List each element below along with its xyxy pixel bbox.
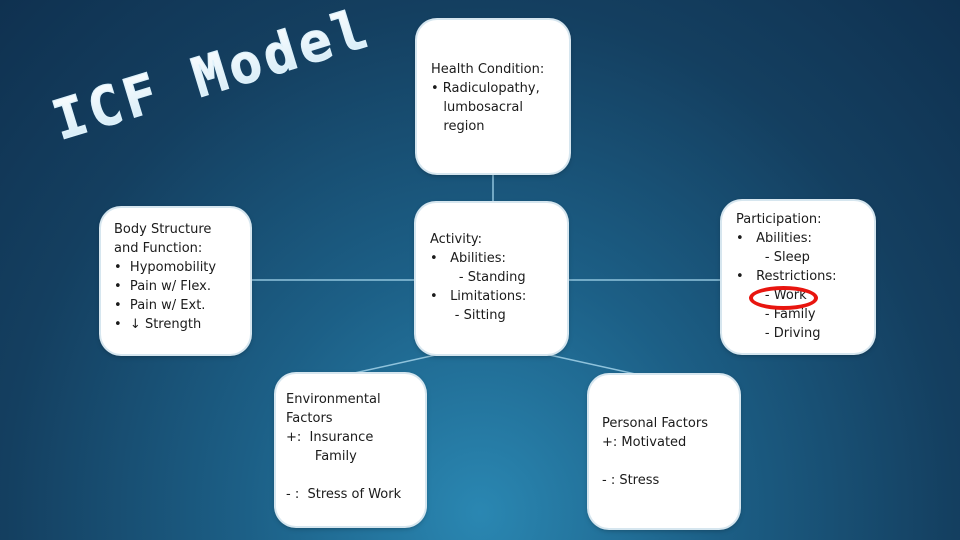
text-line: - Standing bbox=[430, 270, 526, 285]
text-line: region bbox=[431, 119, 485, 134]
text-line: • Limitations: bbox=[430, 289, 527, 304]
participation-text: Participation: • Abilities: - Sleep • Rest… bbox=[736, 210, 837, 343]
participation-box: Participation: • Abilities: - Sleep • Rest… bbox=[722, 201, 874, 353]
text-line: • Abilities: bbox=[430, 251, 506, 266]
text-line: +: Motivated bbox=[602, 435, 687, 450]
activity-box: Activity: • Abilities: - Standing • Limita… bbox=[416, 203, 567, 354]
text-line: - Sitting bbox=[430, 308, 506, 323]
text-line: Factors bbox=[286, 411, 333, 426]
text-line: - Sleep bbox=[736, 250, 810, 265]
text-line: • Radiculopathy, bbox=[431, 81, 540, 96]
text-line: • Pain w/ Flex. bbox=[114, 279, 211, 294]
text-line: • Restrictions: bbox=[736, 269, 837, 284]
text-line: Body Structure bbox=[114, 222, 212, 237]
text-line: Participation: bbox=[736, 212, 822, 227]
text-line: and Function: bbox=[114, 241, 203, 256]
text-line: • Abilities: bbox=[736, 231, 812, 246]
text-line: • ↓ Strength bbox=[114, 317, 202, 332]
text-line: • Hypomobility bbox=[114, 260, 217, 275]
health-condition-box: Health Condition: • Radiculopathy, lumbos… bbox=[417, 20, 569, 173]
activity-text: Activity: • Abilities: - Standing • Limita… bbox=[430, 230, 526, 325]
body-structure-text: Body Structure and Function: • Hypomobilit… bbox=[114, 220, 216, 334]
text-line: Activity: bbox=[430, 232, 483, 247]
text-line: - : Stress bbox=[602, 473, 660, 488]
title: ICF Model bbox=[45, 0, 380, 170]
text-line: - Driving bbox=[736, 326, 821, 341]
work-highlight-circle bbox=[749, 286, 818, 310]
text-line: lumbosacral bbox=[431, 100, 523, 115]
text-line: Personal Factors bbox=[602, 416, 708, 431]
text-line: - Family bbox=[736, 307, 816, 322]
text-line: +: Insurance bbox=[286, 430, 374, 445]
personal-factors-text: Personal Factors +: Motivated - : Stress bbox=[602, 414, 708, 490]
text-line: - : Stress of Work bbox=[286, 487, 402, 502]
text-line: Health Condition: bbox=[431, 62, 545, 77]
body-structure-box: Body Structure and Function: • Hypomobilit… bbox=[101, 208, 250, 354]
personal-factors-box: Personal Factors +: Motivated - : Stress bbox=[589, 375, 739, 528]
title-text: ICF Model bbox=[45, 0, 378, 152]
text-line bbox=[286, 466, 401, 485]
text-line: • Pain w/ Ext. bbox=[114, 298, 206, 313]
text-line bbox=[602, 452, 708, 471]
health-condition-text: Health Condition: • Radiculopathy, lumbos… bbox=[431, 60, 544, 136]
text-line: Environmental bbox=[286, 392, 381, 407]
text-line: Family bbox=[286, 449, 357, 464]
